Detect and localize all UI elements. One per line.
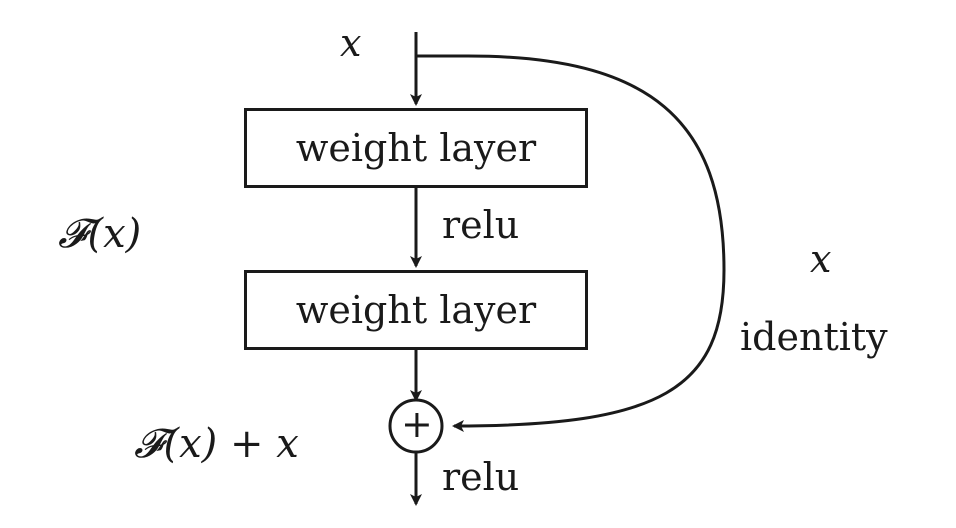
input-x-label: x (340, 21, 362, 65)
weight-layer-1-label: weight layer (295, 126, 537, 170)
shortcut-x-label: x (810, 237, 832, 281)
residual-function-label: 𝓕(x) (58, 211, 142, 257)
sum-output-label: 𝓕(x) + x (134, 421, 299, 467)
plus-symbol: + (401, 402, 433, 446)
relu-mid-label: relu (442, 203, 520, 247)
relu-out-label: relu (442, 455, 520, 499)
sum-node (388, 398, 444, 454)
identity-shortcut-arrow (416, 54, 726, 432)
weight-layer-1: weight layer (244, 108, 588, 188)
shortcut-identity-label: identity (740, 315, 888, 359)
weight-layer-2-label: weight layer (295, 288, 537, 332)
weight-layer-2: weight layer (244, 270, 588, 350)
